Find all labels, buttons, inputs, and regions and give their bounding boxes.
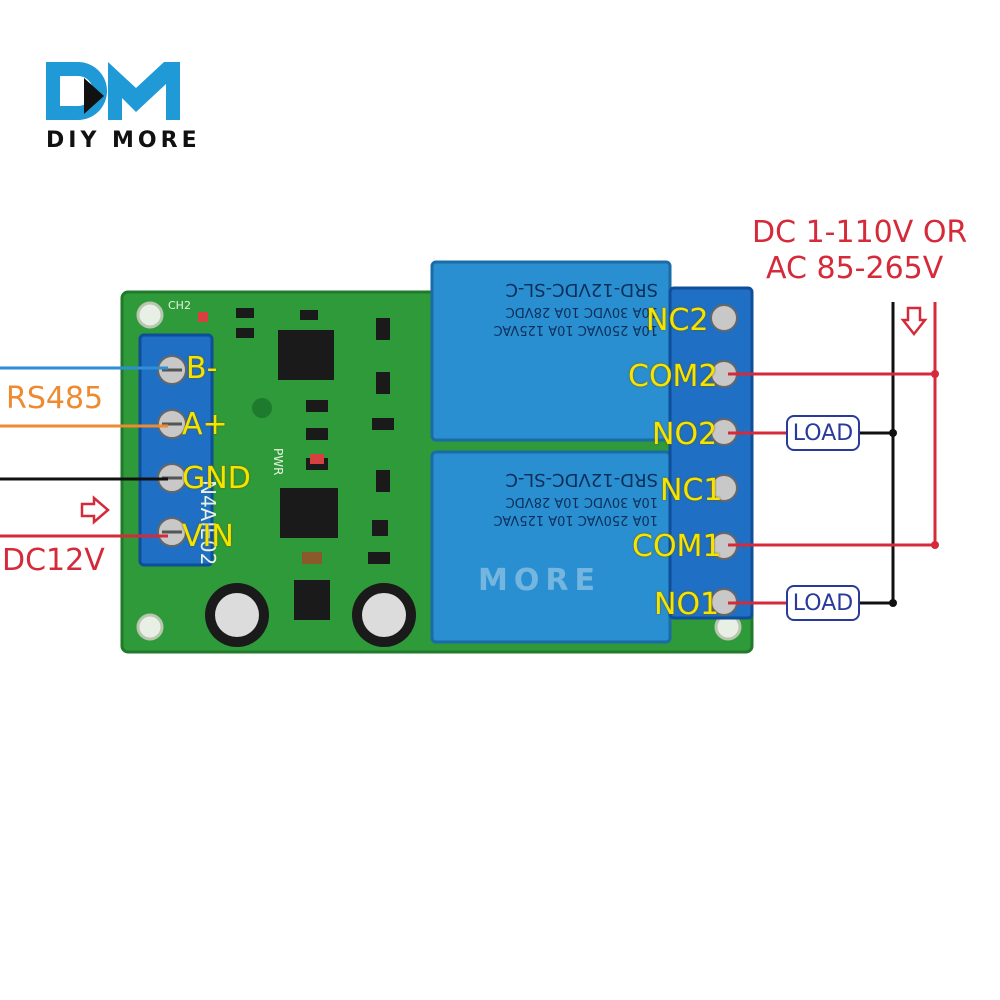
ch2-label: CH2 (168, 299, 191, 312)
brand-logo-icon (46, 62, 180, 120)
pin-vin: VIN (182, 519, 234, 554)
ic-chip-bottom (280, 488, 338, 538)
load-box-2: LOAD (786, 415, 860, 451)
watermark: MORE (478, 563, 601, 598)
relay1-model: SRD-12VDC-SL-C (505, 469, 658, 490)
pin-com1: COM1 (632, 529, 722, 564)
ic-chip-top (278, 330, 334, 380)
left-terminal-block (140, 335, 212, 565)
pin-no1: NO1 (654, 587, 720, 622)
load-box-1: LOAD (786, 585, 860, 621)
pin-no2: NO2 (652, 417, 718, 452)
supply-label-line1: DC 1-110V OR (752, 215, 968, 250)
input-arrow-icon (80, 495, 110, 525)
relay1-rating2: 10A 250VAC 10A 125VAC (493, 512, 659, 527)
pin-com2: COM2 (628, 359, 718, 394)
pin-a-plus: A+ (182, 407, 228, 442)
relay2-rating2: 10A 250VAC 10A 125VAC (493, 322, 659, 337)
pin-b-minus: B- (186, 351, 218, 386)
pin-nc2: NC2 (646, 303, 709, 338)
rs485-label: RS485 (6, 381, 104, 416)
dc12v-label: DC12V (2, 543, 105, 578)
relay2-rating1: 10A 30VDC 10A 28VDC (505, 304, 658, 319)
pin-gnd: GND (182, 461, 251, 496)
relay2-model: SRD-12VDC-SL-C (505, 279, 658, 300)
pin-nc1: NC1 (660, 473, 723, 508)
relay1-rating1: 10A 30VDC 10A 28VDC (505, 494, 658, 509)
supply-label-line2: AC 85-265V (766, 251, 944, 286)
supply-arrow-icon (900, 306, 928, 337)
brand-name: DIY MORE (46, 128, 201, 153)
pwr-label: PWR (271, 448, 285, 476)
